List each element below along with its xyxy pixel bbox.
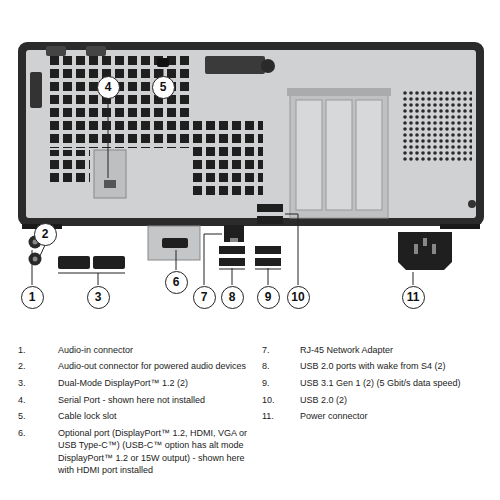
cable-lock-slot bbox=[157, 58, 169, 67]
vent-grid bbox=[50, 56, 190, 148]
list-description: Dual-Mode DisplayPort™ 1.2 (2) bbox=[58, 377, 263, 389]
list-number: 10. bbox=[262, 394, 292, 406]
list-description: USB 2.0 ports with wake from S4 (2) bbox=[300, 360, 495, 372]
power-connector bbox=[398, 232, 452, 270]
list-description: Cable lock slot bbox=[58, 410, 263, 422]
rear-panel bbox=[26, 50, 476, 218]
callout-number: 1 bbox=[21, 286, 44, 309]
callout-number: 3 bbox=[87, 286, 110, 309]
list-description: Audio-in connector bbox=[58, 344, 263, 356]
callout-number: 2 bbox=[34, 223, 57, 246]
hdmi-port bbox=[162, 238, 188, 248]
callout-number: 4 bbox=[97, 76, 120, 99]
callout-number-text: 7 bbox=[201, 291, 208, 303]
vent-grid bbox=[193, 121, 263, 197]
displayport bbox=[93, 256, 125, 269]
rj45-port bbox=[224, 225, 244, 242]
usb-port bbox=[257, 216, 283, 224]
leader-lines bbox=[32, 69, 413, 285]
list-description: Power connector bbox=[300, 410, 495, 422]
callout-number-text: 5 bbox=[160, 81, 167, 93]
callout-number-text: 4 bbox=[105, 81, 112, 93]
expansion-slots bbox=[290, 94, 388, 218]
callout-number: 8 bbox=[221, 286, 244, 309]
callout-number: 7 bbox=[193, 286, 216, 309]
list-number: 4. bbox=[18, 394, 44, 406]
callout-number: 9 bbox=[257, 286, 280, 309]
callout-number: 5 bbox=[152, 76, 175, 99]
displayport bbox=[58, 256, 90, 269]
list-number: 8. bbox=[262, 360, 292, 372]
callout-number-text: 2 bbox=[42, 228, 49, 240]
fan-vent bbox=[402, 90, 472, 162]
callout-number-text: 1 bbox=[29, 291, 36, 303]
list-description: Audio-out connector for powered audio de… bbox=[58, 360, 263, 372]
callout-number-text: 8 bbox=[229, 291, 236, 303]
list-description: Serial Port - shown here not installed bbox=[58, 394, 263, 406]
list-number: 6. bbox=[18, 427, 44, 439]
callout-number-text: 6 bbox=[173, 276, 180, 288]
usb-port bbox=[255, 258, 281, 266]
audio-out-jack bbox=[29, 253, 42, 266]
list-description: Optional port (DisplayPort™ 1.2, HDMI, V… bbox=[58, 427, 263, 477]
list-description: USB 2.0 (2) bbox=[300, 394, 495, 406]
callout-number-text: 10 bbox=[291, 291, 304, 303]
usb-port bbox=[219, 246, 245, 254]
list-number: 7. bbox=[262, 344, 292, 356]
list-description: USB 3.1 Gen 1 (2) (5 Gbit/s data speed) bbox=[300, 377, 495, 389]
usb-port bbox=[219, 258, 245, 266]
list-number: 11. bbox=[262, 410, 292, 422]
list-number: 2. bbox=[18, 360, 44, 372]
list-number: 5. bbox=[18, 410, 44, 422]
callout-number-text: 3 bbox=[95, 291, 102, 303]
callout-number: 10 bbox=[287, 286, 310, 309]
list-number: 1. bbox=[18, 344, 44, 356]
list-description: RJ-45 Network Adapter bbox=[300, 344, 495, 356]
callout-number-text: 9 bbox=[265, 291, 272, 303]
callout-number-text: 11 bbox=[407, 291, 420, 303]
usb-port bbox=[255, 246, 281, 254]
callout-number: 11 bbox=[402, 286, 425, 309]
callout-number: 6 bbox=[165, 271, 188, 294]
usb-port bbox=[257, 204, 283, 212]
chassis-frame bbox=[18, 42, 484, 226]
list-number: 9. bbox=[262, 377, 292, 389]
serial-port-blank bbox=[94, 150, 126, 198]
list-number: 3. bbox=[18, 377, 44, 389]
